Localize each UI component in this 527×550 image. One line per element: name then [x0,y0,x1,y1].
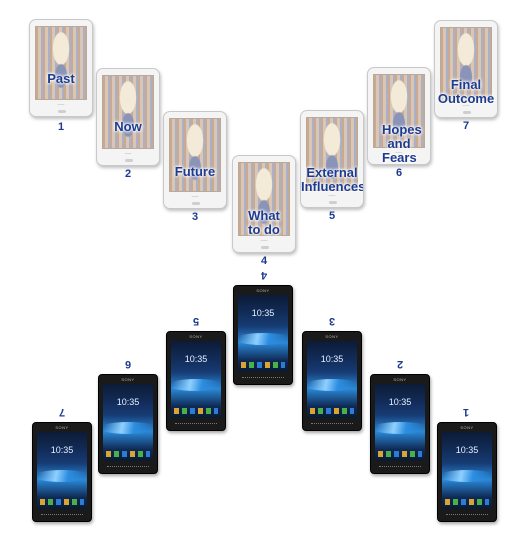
phone-number: 1 [462,406,470,418]
phone-brand: SONY [55,425,69,430]
tarot-card-5: ~~~ External Influences [300,110,364,208]
card-label: Final Outcome [437,77,495,106]
phone-number: 2 [396,358,404,370]
phone-clock: 10:35 [50,445,74,455]
card-caption: ~~~ [57,102,65,107]
card-number: 3 [191,211,199,223]
card-artwork [306,117,358,191]
card-caption: ~~~ [395,150,403,155]
card-caption: ~~~ [191,194,199,199]
card-button [192,202,200,205]
tarot-card-3: ~~~ Future [163,111,227,209]
card-button [329,201,337,204]
app-dock [310,408,354,414]
card-number: 7 [462,120,470,132]
card-label: Now [114,119,142,134]
wallpaper-wave [442,470,492,482]
app-dock [106,451,150,457]
phone-2: SONY 10:35 [370,374,430,474]
phone-screen: 10:35 [171,341,221,418]
app-dock [241,362,285,368]
card-label: Hopes and Fears [382,122,422,165]
tarot-card-1: ~~~ Past [29,19,93,117]
card-button [396,158,404,161]
phone-clock: 10:35 [388,397,412,407]
phone-keys [379,466,421,469]
card-artwork [169,118,221,192]
phone-4: SONY 10:35 [233,285,293,385]
phone-keys [175,423,217,426]
app-dock [174,408,218,414]
phone-number: 7 [58,406,66,418]
phone-number: 6 [124,358,132,370]
card-label: Past [47,71,75,86]
phone-screen: 10:35 [442,432,492,509]
card-artwork [440,27,492,101]
phone-brand: SONY [189,334,203,339]
phone-clock: 10:35 [184,354,208,364]
phone-clock: 10:35 [251,308,275,318]
phone-number: 5 [192,315,200,327]
card-caption: ~~~ [328,193,336,198]
phone-keys [242,377,284,380]
phone-6: SONY 10:35 [98,374,158,474]
phone-screen: 10:35 [37,432,87,509]
phone-screen: 10:35 [375,384,425,461]
card-number: 5 [328,210,336,222]
phone-clock: 10:35 [116,397,140,407]
phone-number: 4 [260,269,268,281]
card-caption: ~~~ [124,151,132,156]
phone-number: 3 [328,315,336,327]
phone-brand: SONY [121,377,135,382]
phone-clock: 10:35 [320,354,344,364]
card-button [463,111,471,114]
phone-brand: SONY [393,377,407,382]
tarot-card-4: ~~~ What to do [232,155,296,253]
phone-keys [446,514,488,517]
phone-keys [41,514,83,517]
wallpaper-wave [238,333,288,345]
card-number: 6 [395,167,403,179]
wallpaper-wave [171,379,221,391]
card-button [261,246,269,249]
phone-keys [107,466,149,469]
phone-brand: SONY [460,425,474,430]
app-dock [445,499,489,505]
wallpaper-wave [37,470,87,482]
phone-brand: SONY [325,334,339,339]
card-artwork [238,162,290,236]
card-button [58,110,66,113]
card-artwork [373,74,425,148]
wallpaper-wave [307,379,357,391]
card-caption: ~~~ [462,103,470,108]
tarot-card-6: ~~~ Hopes and Fears [367,67,431,165]
wallpaper-wave [103,422,153,434]
phone-brand: SONY [256,288,270,293]
card-number: 4 [260,255,268,267]
card-caption: ~~~ [260,238,268,243]
card-artwork [102,75,154,149]
tarot-card-7: ~~~ Final Outcome [434,20,498,118]
phone-1: SONY 10:35 [437,422,497,522]
card-button [125,159,133,162]
phone-screen: 10:35 [103,384,153,461]
phone-7: SONY 10:35 [32,422,92,522]
phone-5: SONY 10:35 [166,331,226,431]
card-number: 2 [124,168,132,180]
card-label: What to do [248,208,280,237]
app-dock [40,499,84,505]
phone-clock: 10:35 [455,445,479,455]
phone-keys [311,423,353,426]
card-artwork [35,26,87,100]
wallpaper-wave [375,422,425,434]
phone-screen: 10:35 [238,295,288,372]
phone-screen: 10:35 [307,341,357,418]
app-dock [378,451,422,457]
phone-3: SONY 10:35 [302,331,362,431]
card-number: 1 [57,121,65,133]
tarot-card-2: ~~~ Now [96,68,160,166]
card-label: Future [174,164,216,179]
card-label: External Influences [301,165,364,194]
